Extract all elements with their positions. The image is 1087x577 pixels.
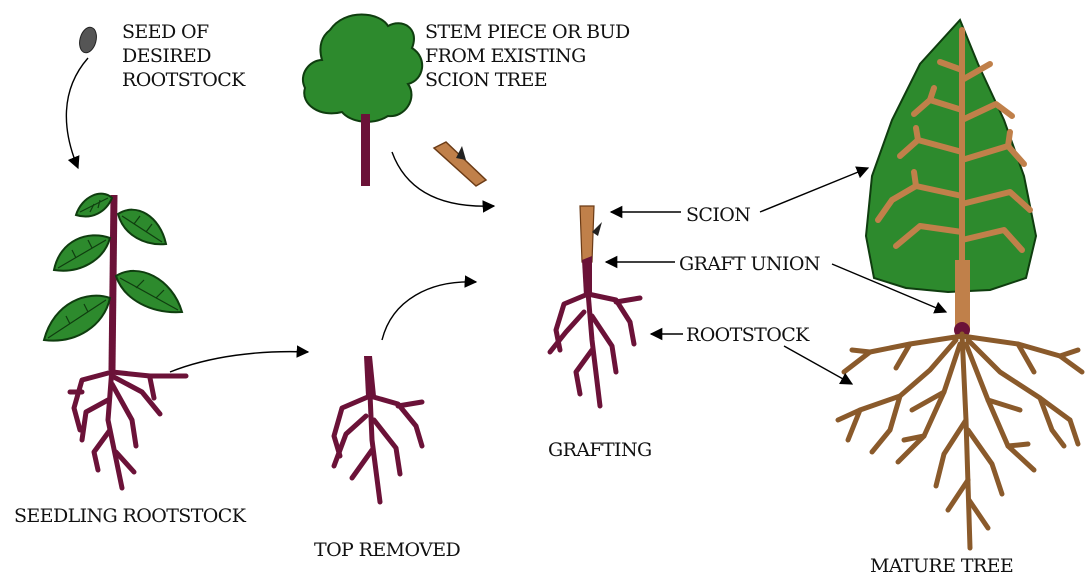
- graft-union-label: GRAFT UNION: [679, 253, 820, 275]
- scion-source-tree: [303, 15, 422, 187]
- seedling-rootstock-plant: [44, 194, 186, 488]
- seed-to-seedling-arrow: [66, 58, 88, 168]
- seed-label-line1: SEED OF: [122, 21, 209, 43]
- scion-label: SCION: [686, 204, 750, 226]
- mature-tree-label: MATURE TREE: [870, 555, 1013, 577]
- scion-tree-canopy: [303, 15, 422, 122]
- rootstock-to-mature-arrow: [784, 346, 852, 384]
- rootstock-label: ROOTSTOCK: [686, 324, 810, 346]
- mature-tree-canopy: [866, 20, 1036, 292]
- scion-to-mature-arrow: [760, 168, 868, 212]
- stem-piece-label-line2: FROM EXISTING: [425, 45, 586, 67]
- seedling-to-top-removed-arrow: [170, 352, 308, 372]
- seed-label-line3: ROOTSTOCK: [122, 69, 246, 91]
- stem-piece-label-line3: SCION TREE: [425, 69, 547, 91]
- seed-label-line2: DESIRED: [122, 45, 211, 67]
- seed-icon: [77, 25, 99, 54]
- mature-tree: [838, 20, 1082, 548]
- scion-tree-trunk: [361, 114, 370, 186]
- seedling-rootstock-label: SEEDLING ROOTSTOCK: [14, 505, 247, 527]
- top-removed-label: TOP REMOVED: [314, 539, 461, 561]
- stem-piece-label-line1: STEM PIECE OR BUD: [425, 21, 630, 43]
- leaf-icon: [116, 271, 182, 312]
- top-removed-rootstock: [334, 356, 422, 502]
- stem-piece-icon: [434, 142, 486, 186]
- mature-tree-trunk: [955, 260, 970, 330]
- scion-piece: [580, 206, 594, 262]
- top-removed-to-grafting-arrow: [382, 282, 476, 340]
- grafting-label: GRAFTING: [548, 439, 652, 461]
- leaf-icon: [118, 210, 166, 245]
- grafting-assembly: [550, 206, 640, 406]
